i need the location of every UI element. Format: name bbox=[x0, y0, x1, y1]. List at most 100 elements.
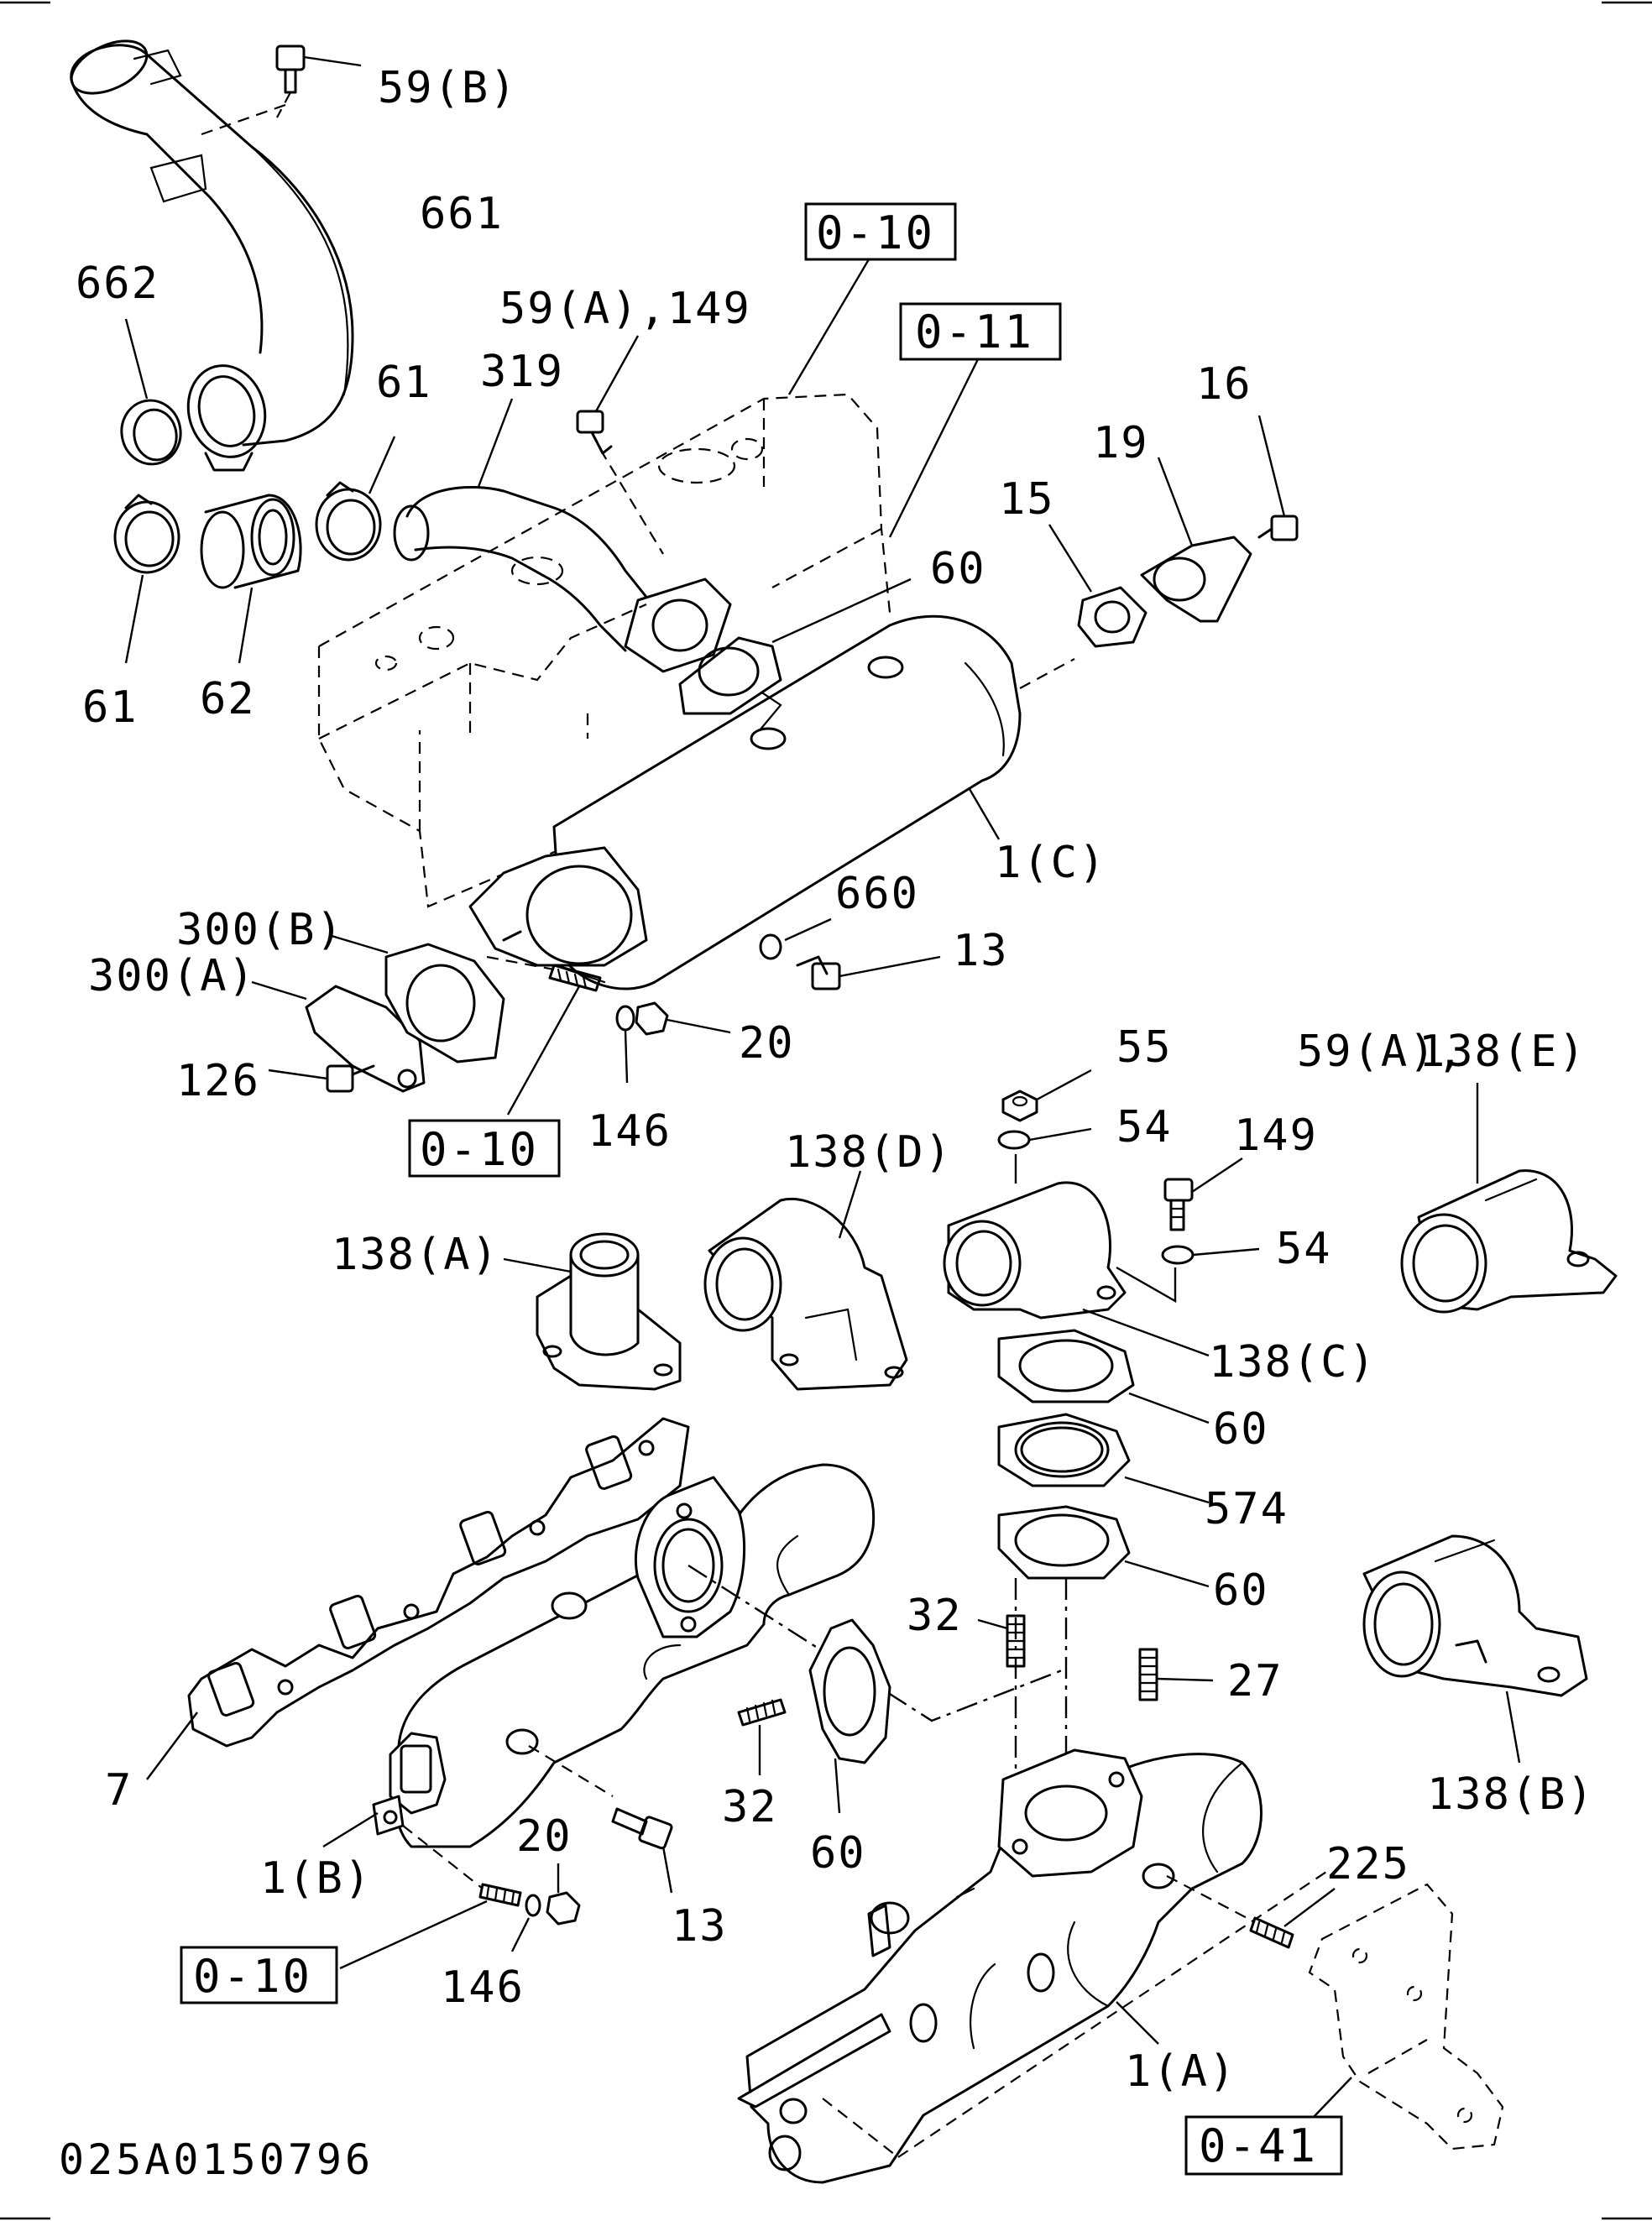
ref-0-11: 0-11 bbox=[915, 306, 1034, 358]
label-61-top: 61 bbox=[376, 358, 432, 408]
label-19: 19 bbox=[1093, 418, 1149, 468]
stud-32-top bbox=[977, 1614, 1026, 1668]
bolt-13-bottom bbox=[611, 1807, 673, 1894]
gasket-15 bbox=[1048, 524, 1148, 648]
label-319: 319 bbox=[480, 347, 564, 397]
bolt-149-right bbox=[1163, 1158, 1243, 1231]
label-59b: 59(B) bbox=[378, 63, 518, 113]
label-32-bottom: 32 bbox=[722, 1782, 778, 1832]
label-146-top: 146 bbox=[588, 1106, 672, 1157]
gasket-574 bbox=[997, 1413, 1210, 1504]
label-149-right: 149 bbox=[1234, 1110, 1318, 1161]
bracket-phantom bbox=[1308, 1883, 1504, 2150]
label-138d: 138(D) bbox=[785, 1127, 953, 1178]
label-300a: 300(A) bbox=[88, 951, 256, 1001]
stud-27 bbox=[1138, 1648, 1214, 1701]
elbow-138c bbox=[943, 1181, 1210, 1357]
label-60-mid: 60 bbox=[1213, 1404, 1269, 1455]
cover-300a bbox=[251, 980, 426, 1093]
exhaust-pipe-661 bbox=[70, 39, 354, 472]
label-59a-149-top: 59(A),149 bbox=[499, 284, 751, 334]
label-574: 574 bbox=[1205, 1484, 1289, 1534]
stud-146-nut-20-bottom bbox=[339, 1825, 581, 1970]
label-138a: 138(A) bbox=[332, 1230, 499, 1280]
label-60-low: 60 bbox=[1213, 1565, 1269, 1616]
label-662: 662 bbox=[76, 259, 159, 309]
label-59a-right: 59(A), bbox=[1297, 1027, 1465, 1077]
washer-660 bbox=[759, 917, 832, 960]
reference-box-0-10-top: 0-10 bbox=[787, 202, 957, 395]
label-60-top: 60 bbox=[930, 544, 986, 594]
reference-box-0-41: 0-41 bbox=[1184, 2115, 1343, 2176]
label-55: 55 bbox=[1116, 1022, 1173, 1073]
stud-146-nut-20-top bbox=[486, 955, 731, 1116]
label-300b: 300(B) bbox=[176, 905, 344, 955]
gasket-60-bottom bbox=[808, 1618, 891, 1814]
gasket-60-mid bbox=[997, 1329, 1210, 1424]
ref-0-10-mid: 0-10 bbox=[420, 1123, 539, 1176]
label-661: 661 bbox=[420, 189, 504, 239]
label-20-top: 20 bbox=[739, 1018, 795, 1069]
label-660: 660 bbox=[835, 869, 919, 919]
engine-block-outline bbox=[317, 393, 891, 908]
bolt-126 bbox=[268, 1064, 375, 1093]
label-20-bottom: 20 bbox=[516, 1811, 572, 1862]
ref-0-10-top: 0-10 bbox=[816, 206, 935, 259]
label-138b: 138(B) bbox=[1427, 1769, 1595, 1820]
bolt-16 bbox=[1257, 415, 1299, 541]
gasket-60-top bbox=[678, 577, 912, 715]
clamp-61-right bbox=[315, 436, 396, 562]
label-1a: 1(A) bbox=[1125, 2046, 1236, 2097]
label-27: 27 bbox=[1227, 1656, 1283, 1706]
drawing-code: 025A0150796 bbox=[59, 2135, 374, 2184]
label-126: 126 bbox=[176, 1056, 260, 1106]
label-15: 15 bbox=[999, 474, 1055, 525]
gasket-60-low bbox=[997, 1505, 1210, 1588]
elbow-138d bbox=[703, 1170, 908, 1391]
label-60-bottom: 60 bbox=[810, 1828, 866, 1879]
label-54-b: 54 bbox=[1276, 1224, 1332, 1274]
reference-box-0-11: 0-11 bbox=[888, 302, 1062, 538]
bolt-59b bbox=[275, 44, 362, 118]
label-13-top: 13 bbox=[953, 926, 1009, 976]
clamp-61-left bbox=[113, 494, 180, 664]
label-62: 62 bbox=[200, 674, 256, 724]
label-138e: 138(E) bbox=[1419, 1027, 1587, 1077]
bolt-59a-149-top bbox=[576, 335, 664, 555]
reference-box-0-10-mid: 0-10 bbox=[408, 1119, 561, 1178]
label-13-bottom: 13 bbox=[672, 1901, 728, 1952]
label-1c: 1(C) bbox=[995, 838, 1106, 888]
washer-54-a bbox=[997, 1127, 1092, 1150]
pipe-319 bbox=[393, 398, 732, 673]
elbow-19 bbox=[1140, 457, 1252, 623]
washer-54-b bbox=[1116, 1245, 1260, 1304]
muffler-1c bbox=[468, 614, 1075, 990]
gasket-300b bbox=[331, 934, 505, 1063]
label-1b: 1(B) bbox=[260, 1853, 372, 1904]
manifold-1b bbox=[322, 1463, 876, 1848]
stud-225 bbox=[1166, 1875, 1336, 1949]
clamp-662 bbox=[120, 318, 182, 466]
callout-labels: 59(B) 661 662 59(A),149 319 61 61 62 16 … bbox=[76, 63, 1595, 2097]
label-146-bottom: 146 bbox=[441, 1962, 525, 2013]
label-7: 7 bbox=[105, 1765, 133, 1816]
outlet-138a bbox=[503, 1232, 682, 1391]
ref-0-10-bottom: 0-10 bbox=[193, 1950, 312, 2003]
label-16: 16 bbox=[1196, 359, 1252, 410]
manifold-1a bbox=[737, 1748, 1327, 2184]
ref-0-41: 0-41 bbox=[1199, 2119, 1318, 2172]
label-225: 225 bbox=[1326, 1839, 1410, 1889]
label-61-bottom: 61 bbox=[82, 682, 139, 733]
elbow-138b bbox=[1362, 1534, 1588, 1764]
hose-62 bbox=[200, 494, 302, 664]
reference-box-0-10-bottom: 0-10 bbox=[180, 1946, 338, 2004]
label-54-a: 54 bbox=[1116, 1102, 1173, 1152]
stud-32-bottom bbox=[737, 1698, 787, 1775]
elbow-138e bbox=[1400, 1083, 1618, 1314]
label-138c: 138(C) bbox=[1209, 1337, 1377, 1387]
gasket-7 bbox=[146, 1417, 690, 1780]
label-32-top: 32 bbox=[907, 1591, 963, 1641]
bolt-13-top bbox=[796, 955, 941, 990]
